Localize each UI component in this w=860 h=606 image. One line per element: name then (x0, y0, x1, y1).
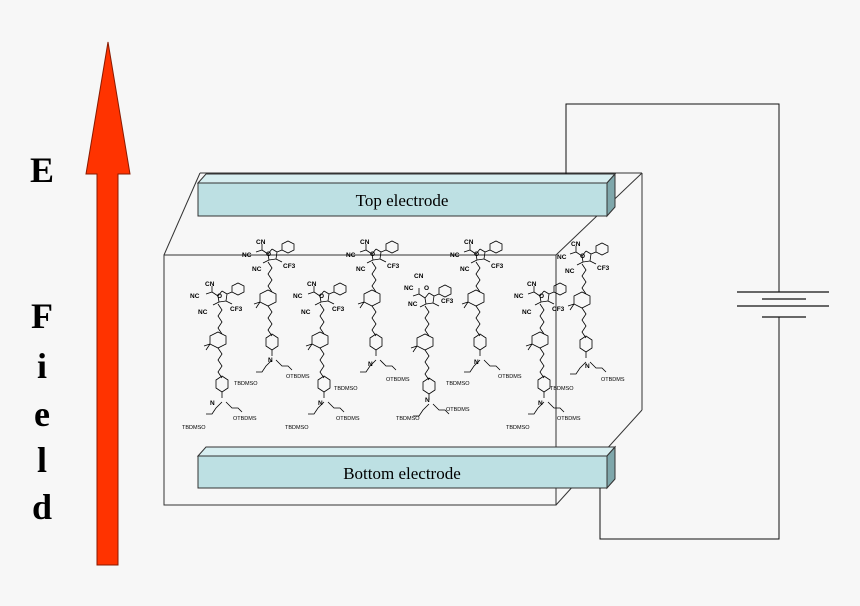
field-letter-e2: e (34, 394, 50, 434)
tbdmso-label: TBDMSO (334, 386, 358, 392)
nc-label: NC (404, 285, 414, 292)
field-letter-d: d (31, 487, 53, 527)
o-label: O (217, 293, 222, 300)
nc-label: NC (460, 266, 470, 273)
otbdms-label: OTBDMS (386, 377, 410, 383)
bottom-electrode-label: Bottom electrode (343, 464, 461, 483)
o-label: O (319, 293, 324, 300)
nc-label: NC (557, 254, 567, 261)
cf3-label: CF3 (597, 265, 610, 272)
cn-label: CN (527, 281, 537, 288)
cn-label: CN (307, 281, 317, 288)
n-label: N (425, 397, 430, 404)
n-label: N (318, 400, 323, 407)
top-electrode-label: Top electrode (356, 191, 449, 210)
n-label: N (585, 363, 590, 370)
nc-label: NC (198, 309, 208, 316)
nc-label: NC (346, 252, 356, 259)
nc-label: NC (293, 293, 303, 300)
n-label: N (368, 361, 373, 368)
bottom-wire (599, 317, 780, 540)
chromophore-labels: CN NC NC O CF3 CN NC NC O CF3 CN NC NC O… (182, 239, 625, 431)
tbdmso-label: TBDMSO (234, 381, 258, 387)
field-letter-e: E (29, 150, 54, 190)
otbdms-label: OTBDMS (498, 374, 522, 380)
otbdms-label: OTBDMS (557, 416, 581, 422)
nc-label: NC (301, 309, 311, 316)
field-letter-f: F (31, 296, 53, 336)
otbdms-label: OTBDMS (233, 416, 257, 422)
o-label: O (370, 251, 375, 258)
tbdmso-label: TBDMSO (506, 425, 530, 431)
field-letter-i: i (36, 346, 47, 386)
bottom-electrode: Bottom electrode (196, 445, 617, 490)
nc-label: NC (565, 268, 575, 275)
nc-label: NC (252, 266, 262, 273)
top-wire (565, 103, 780, 292)
n-label: N (538, 400, 543, 407)
n-label: N (474, 359, 479, 366)
nc-label: NC (522, 309, 532, 316)
field-letter-l: l (36, 440, 47, 480)
nc-label: NC (450, 252, 460, 259)
o-label: O (266, 251, 271, 258)
tbdmso-label: TBDMSO (182, 425, 206, 431)
otbdms-label: OTBDMS (336, 416, 360, 422)
cf3-label: CF3 (491, 263, 504, 270)
tbdmso-label: TBDMSO (550, 386, 574, 392)
cn-label: CN (360, 239, 370, 246)
otbdms-label: OTBDMS (601, 377, 625, 383)
tbdmso-label: TBDMSO (396, 416, 420, 422)
o-label: O (474, 251, 479, 258)
top-electrode: Top electrode (196, 172, 617, 218)
cf3-label: CF3 (441, 298, 454, 305)
n-label: N (268, 357, 273, 364)
cf3-label: CF3 (230, 306, 243, 313)
tbdmso-label: TBDMSO (285, 425, 309, 431)
nc-label: NC (242, 252, 252, 259)
nc-label: NC (356, 266, 366, 273)
device-box (163, 172, 643, 506)
o-label: O (539, 293, 544, 300)
nc-label: NC (190, 293, 200, 300)
n-label: N (210, 400, 215, 407)
cf3-label: CF3 (283, 263, 296, 270)
nc-label: NC (408, 301, 418, 308)
cn-label: CN (414, 273, 424, 280)
electric-field-arrow (85, 41, 131, 566)
otbdms-label: OTBDMS (286, 374, 310, 380)
chromophore-array (203, 240, 609, 417)
cf3-label: CF3 (332, 306, 345, 313)
tbdmso-label: TBDMSO (446, 381, 470, 387)
circuit (565, 103, 829, 540)
otbdms-label: OTBDMS (446, 407, 470, 413)
nc-label: NC (514, 293, 524, 300)
cf3-label: CF3 (552, 306, 565, 313)
cn-label: CN (205, 281, 215, 288)
o-label: O (424, 285, 429, 292)
cn-label: CN (256, 239, 266, 246)
cn-label: CN (571, 241, 581, 248)
cf3-label: CF3 (387, 263, 400, 270)
o-label: O (580, 253, 585, 260)
cn-label: CN (464, 239, 474, 246)
